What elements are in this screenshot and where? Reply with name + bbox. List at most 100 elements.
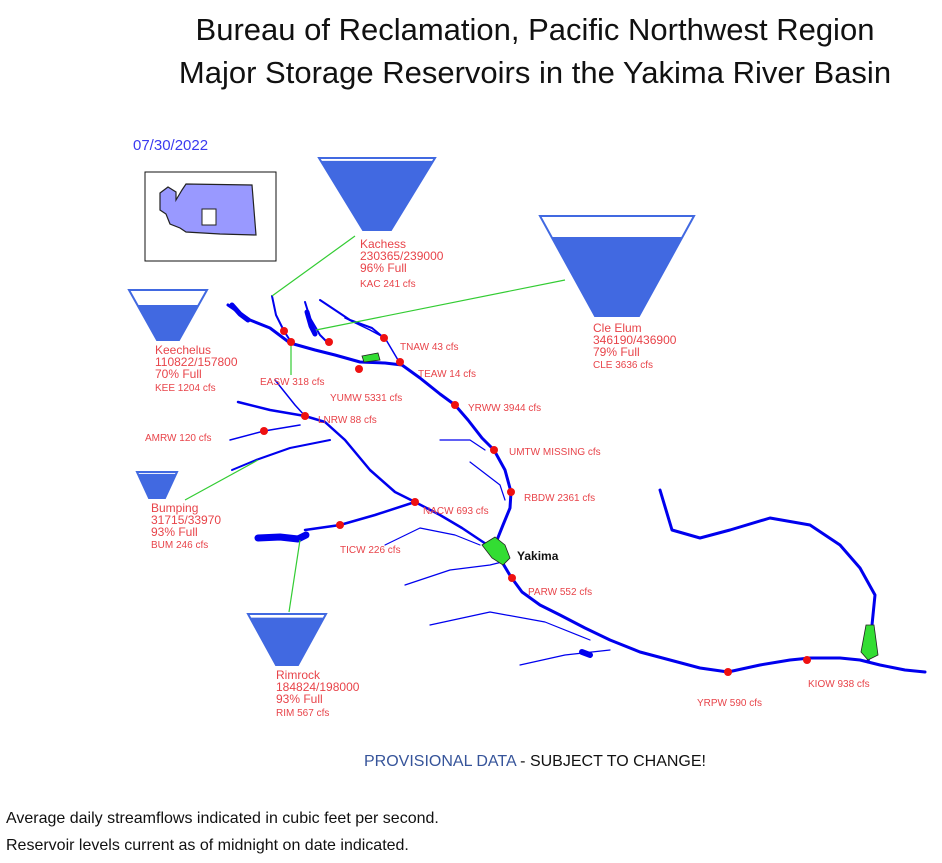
res-flow-cle-elum: CLE 3636 cfs xyxy=(593,360,653,371)
gauge-dot-nacw xyxy=(411,498,419,506)
cowiche-creek xyxy=(384,527,481,546)
yakima-label: Yakima xyxy=(517,549,559,563)
res-name-kachess: Kachess xyxy=(360,237,406,251)
gauge-dot-dam-2 xyxy=(325,338,333,346)
label-cle-elum: Cle Elum 346190/436900 79% Full CLE 3636… xyxy=(593,321,677,371)
gauge-dot-teaw xyxy=(396,358,404,366)
gauge-label-umtw: UMTW MISSING cfs xyxy=(509,447,601,458)
res-flow-keechelus: KEE 1204 cfs xyxy=(155,383,216,394)
gauge-dot-parw xyxy=(508,574,516,582)
footnote-reservoir-levels: Reservoir levels current as of midnight … xyxy=(6,837,409,854)
cle-elum-reach xyxy=(319,299,385,339)
leader-kachess xyxy=(271,235,356,297)
gauge-dot-umtw xyxy=(490,446,498,454)
gauge-label-tnaw: TNAW 43 cfs xyxy=(400,342,459,353)
res-storage-rimrock: 184824/198000 xyxy=(276,680,360,694)
gauge-label-easw: EASW 318 cfs xyxy=(260,377,324,388)
gauge-label-parw: PARW 552 cfs xyxy=(528,587,592,598)
label-rimrock: Rimrock 184824/198000 93% Full RIM 567 c… xyxy=(276,668,360,719)
res-storage-bumping: 31715/33970 xyxy=(151,513,221,527)
gauge-label-yrww: YRWW 3944 cfs xyxy=(468,403,541,414)
bumping-river xyxy=(231,439,331,471)
gauge-label-yrpw: YRPW 590 cfs xyxy=(697,698,762,709)
res-flow-rimrock: RIM 567 cfs xyxy=(276,708,329,719)
gauge-label-nacw: NACW 693 cfs xyxy=(423,506,489,517)
gauge-label-ticw: TICW 226 cfs xyxy=(340,545,401,556)
rimrock-lake xyxy=(254,531,310,543)
reservoir-fill-kachess xyxy=(320,160,434,230)
umtanum-creek xyxy=(439,439,486,451)
teanaway-river xyxy=(344,317,399,361)
ahtanum-creek xyxy=(404,561,503,586)
gauge-dot-easw xyxy=(287,338,295,346)
gauge-dot-dam-1 xyxy=(280,327,288,335)
provisional-rest: - SUBJECT TO CHANGE! xyxy=(515,753,706,770)
gauge-label-amrw: AMRW 120 cfs xyxy=(145,433,212,444)
basin-locator-box xyxy=(201,208,217,226)
gauge-dot-amrw xyxy=(260,427,268,435)
reservoir-labels: Keechelus 110822/157800 70% Full KEE 120… xyxy=(151,237,677,719)
res-name-bumping: Bumping xyxy=(151,501,198,515)
yakima-city xyxy=(481,536,511,566)
res-flow-bumping: BUM 246 cfs xyxy=(151,540,208,551)
columbia-river-section xyxy=(658,488,877,664)
label-keechelus: Keechelus 110822/157800 70% Full KEE 120… xyxy=(155,343,238,394)
res-percent-cle-elum: 79% Full xyxy=(593,345,640,359)
gauge-dot-tnaw xyxy=(380,334,388,342)
gauge-dot-yrpw xyxy=(724,668,732,676)
basin-map: Yakima Keechelus 110822/157800 70% Full … xyxy=(127,157,927,719)
gauge-dot-ticw xyxy=(336,521,344,529)
res-storage-keechelus: 110822/157800 xyxy=(155,355,238,369)
reservoir-leader-lines xyxy=(184,235,566,613)
cle-elum-town xyxy=(361,352,381,363)
reservoir-fill-bumping xyxy=(137,473,177,498)
res-percent-keechelus: 70% Full xyxy=(155,367,202,381)
toppenish-creek xyxy=(429,611,591,641)
gauge-label-yumw: YUMW 5331 cfs xyxy=(330,393,402,404)
data-date: 07/30/2022 xyxy=(133,137,209,154)
gauge-dot-lnrw xyxy=(301,412,309,420)
keechelus-lake xyxy=(229,302,251,323)
gauge-markers xyxy=(260,327,811,676)
tri-cities-area xyxy=(860,624,879,661)
reservoir-fill-keechelus xyxy=(137,305,199,340)
reservoir-fill-rimrock xyxy=(249,617,325,665)
tieton-river xyxy=(303,500,417,532)
res-percent-kachess: 96% Full xyxy=(360,261,407,275)
river-network xyxy=(226,295,927,674)
yakima-river-main xyxy=(226,303,927,674)
res-flow-kachess: KAC 241 cfs xyxy=(360,279,416,290)
gauge-label-kiow: KIOW 938 cfs xyxy=(808,679,870,690)
little-naches-river xyxy=(274,379,306,417)
leader-rimrock xyxy=(288,539,301,613)
locator-inset xyxy=(144,171,277,262)
res-name-keechelus: Keechelus xyxy=(155,343,211,357)
gauge-labels: TNAW 43 cfs TEAW 14 cfs EASW 318 cfs YUM… xyxy=(145,342,870,709)
gauge-label-teaw: TEAW 14 cfs xyxy=(418,369,476,380)
footnote-streamflow: Average daily streamflows indicated in c… xyxy=(6,810,439,827)
label-kachess: Kachess 230365/239000 96% Full KAC 241 c… xyxy=(360,237,444,290)
leader-bumping xyxy=(184,459,259,501)
page-title-line1: Bureau of Reclamation, Pacific Northwest… xyxy=(195,12,875,47)
keechelus-reach xyxy=(271,295,292,343)
res-name-rimrock: Rimrock xyxy=(276,668,321,682)
page-title-line2: Major Storage Reservoirs in the Yakima R… xyxy=(178,55,892,90)
res-storage-kachess: 230365/239000 xyxy=(360,249,444,263)
label-bumping: Bumping 31715/33970 93% Full BUM 246 cfs xyxy=(151,501,221,551)
res-percent-bumping: 93% Full xyxy=(151,525,198,539)
naches-river xyxy=(236,400,497,552)
provisional-notice: PROVISIONAL DATA - SUBJECT TO CHANGE! xyxy=(0,753,942,771)
gauge-label-lnrw: LNRW 88 cfs xyxy=(318,415,377,426)
kachess-lake xyxy=(304,309,318,337)
reservoir-icons xyxy=(127,157,696,666)
sunnyside-pond xyxy=(579,649,593,658)
gauge-dot-rbdw xyxy=(507,488,515,496)
provisional-highlight: PROVISIONAL DATA xyxy=(363,753,516,770)
res-name-cle-elum: Cle Elum xyxy=(593,321,642,335)
reservoir-fill-cle-elum xyxy=(551,237,683,316)
res-percent-rimrock: 93% Full xyxy=(276,692,323,706)
gauge-dot-yrww xyxy=(451,401,459,409)
gauge-dot-yumw xyxy=(355,365,363,373)
satus-creek xyxy=(519,649,611,666)
gauge-dot-kiow xyxy=(803,656,811,664)
